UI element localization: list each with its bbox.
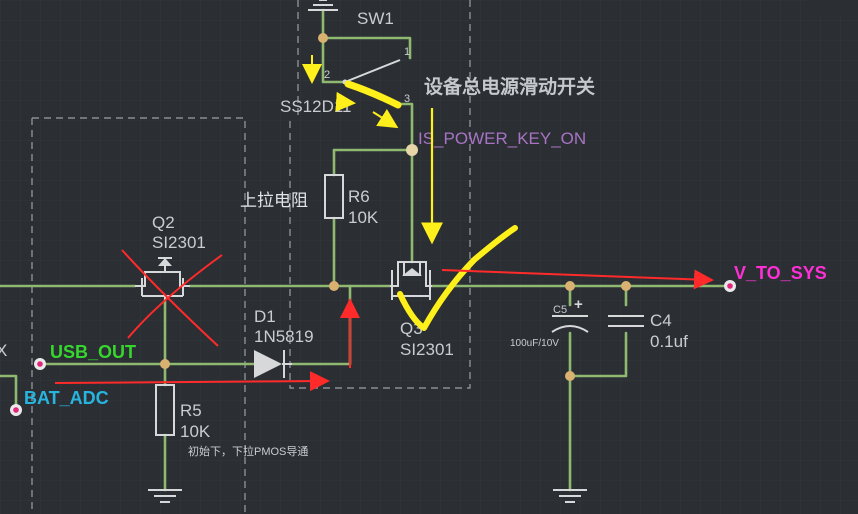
net-port-usb[interactable] <box>34 358 46 370</box>
diode-d1[interactable] <box>254 350 292 378</box>
annotation-red <box>54 249 714 392</box>
module-boundary-left <box>31 117 246 514</box>
net-port-bat[interactable] <box>10 404 22 416</box>
q2-designator: Q2 <box>152 213 175 232</box>
q2-part: SI2301 <box>152 233 206 252</box>
net-label-power-key: IS_POWER_KEY_ON <box>418 129 586 148</box>
d1-designator: D1 <box>254 307 276 326</box>
annotation-yellow <box>302 55 518 331</box>
sw1-pin-1: 1 <box>404 46 410 58</box>
sw1-pin-2: 2 <box>324 69 330 81</box>
capacitor-c4[interactable] <box>608 315 644 327</box>
c5-polarity: + <box>574 296 583 313</box>
q3-part: SI2301 <box>400 340 454 359</box>
capacitor-c5[interactable] <box>551 315 589 333</box>
window-corner-decoration <box>806 0 858 14</box>
c5-designator: C5 <box>553 304 567 316</box>
r6-note: 上拉电阻 <box>240 191 308 210</box>
ground-symbol-r5 <box>148 489 182 503</box>
module-boundary-right <box>289 0 471 389</box>
switch-note: 设备总电源滑动开关 <box>424 75 595 98</box>
junction-dots <box>160 33 631 381</box>
ground-symbol-c5 <box>553 489 587 503</box>
net-label-sys: V_TO_SYS <box>734 263 827 283</box>
sw1-designator: SW1 <box>357 9 394 28</box>
pmos-q3[interactable] <box>390 261 432 300</box>
net-label-bat: BAT_ADC <box>24 388 109 408</box>
r5-value: 10K <box>180 422 211 441</box>
r6-value: 10K <box>348 208 379 227</box>
sw1-pin-3: 3 <box>404 93 410 105</box>
d1-part: 1N5819 <box>254 327 314 346</box>
resistor-r5[interactable] <box>155 384 175 436</box>
sw1-part: SS12D11 <box>280 97 352 116</box>
ground-symbol-sw1 <box>308 0 338 11</box>
net-label-usb: USB_OUT <box>50 342 136 362</box>
r5-note: 初始下，下拉PMOS导通 <box>188 444 308 458</box>
c4-designator: C4 <box>650 311 672 330</box>
r6-designator: R6 <box>348 187 370 206</box>
c4-value: 0.1uf <box>650 332 688 351</box>
r5-designator: R5 <box>180 401 202 420</box>
c5-value: 100uF/10V <box>510 338 559 349</box>
net-port-sys[interactable] <box>724 280 736 292</box>
net-label-cut-left: X <box>0 341 7 360</box>
resistor-r6[interactable] <box>324 174 344 219</box>
